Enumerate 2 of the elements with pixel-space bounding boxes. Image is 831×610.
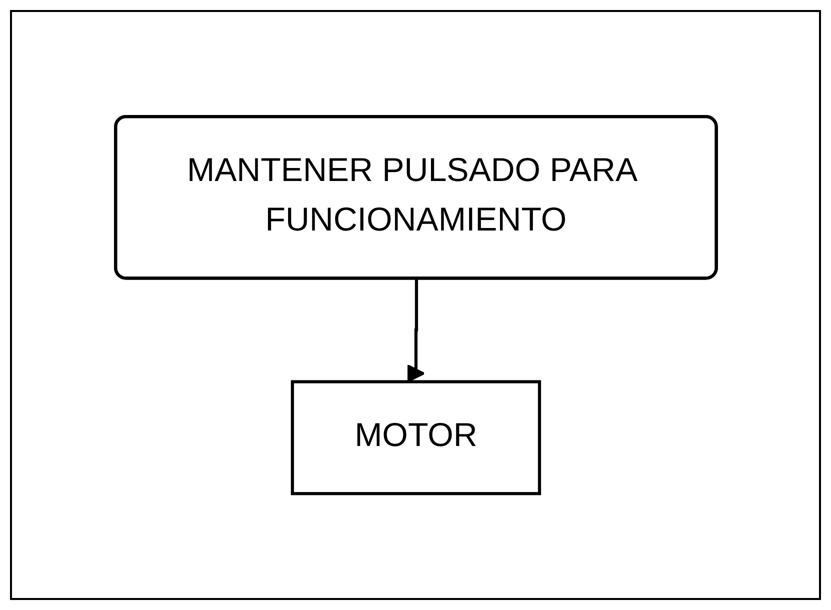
node-box: MOTOR — [290, 380, 541, 496]
arrow — [406, 278, 425, 382]
